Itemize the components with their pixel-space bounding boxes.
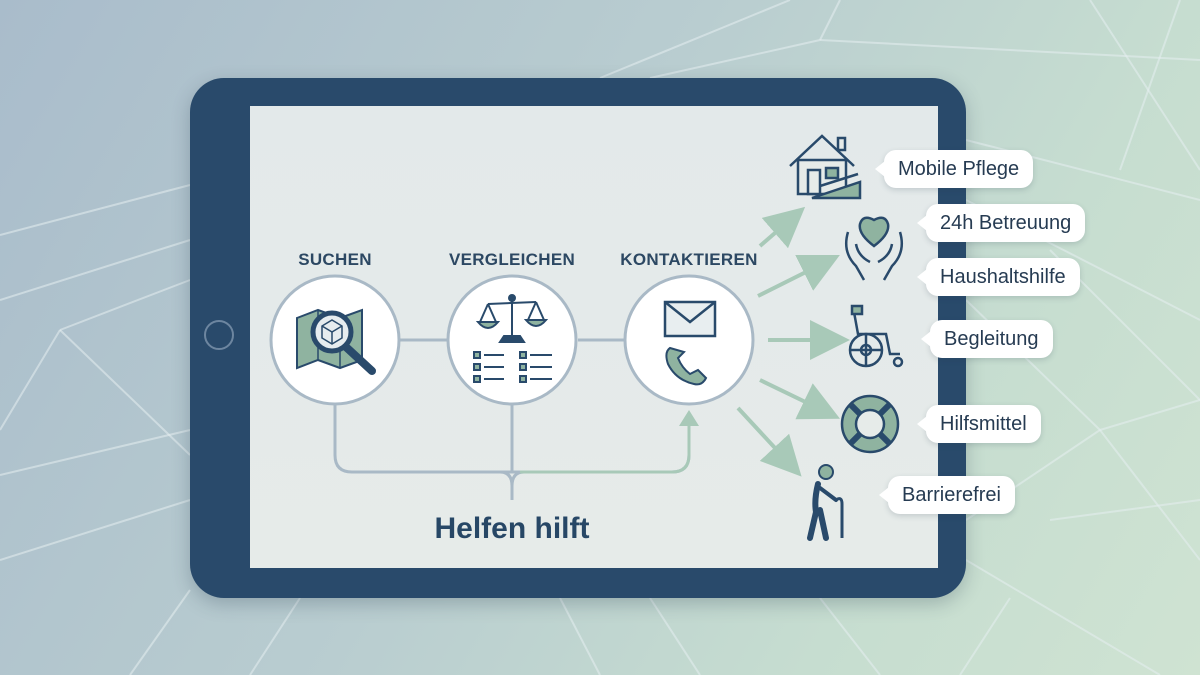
main-caption: Helfen hilft <box>434 512 590 545</box>
mail-phone-icon <box>663 300 717 386</box>
service-hilfsmittel[interactable]: Hilfsmittel <box>917 405 1041 443</box>
service-24h-betreuung[interactable]: 24h Betreuung <box>916 204 1086 242</box>
step-label-suchen: SUCHEN <box>298 250 372 269</box>
tablet-home-button[interactable] <box>204 320 234 350</box>
contact-arrowhead <box>679 410 699 426</box>
service-arrows <box>736 206 850 477</box>
service-begleitung[interactable]: Begleitung <box>921 320 1053 358</box>
service-barrierefrei[interactable]: Barrierefrei <box>879 476 1015 514</box>
lifebuoy-icon <box>840 394 900 454</box>
step-label-kontaktieren: KONTAKTIEREN <box>620 250 758 269</box>
elderly-person-cane-icon <box>807 464 844 541</box>
scales-list-icon <box>473 294 552 383</box>
wheelchair-icon <box>848 304 904 368</box>
service-mobile-pflege[interactable]: Mobile Pflege <box>874 150 1034 188</box>
step-circle-kontaktieren[interactable] <box>623 274 755 406</box>
service-haushaltshilfe[interactable]: Haushaltshilfe <box>917 258 1080 296</box>
heart-hands-icon <box>845 216 903 281</box>
map-magnifier-icon <box>296 308 376 375</box>
step-label-vergleichen: VERGLEICHEN <box>448 250 576 269</box>
house-ramp-icon <box>789 134 862 200</box>
